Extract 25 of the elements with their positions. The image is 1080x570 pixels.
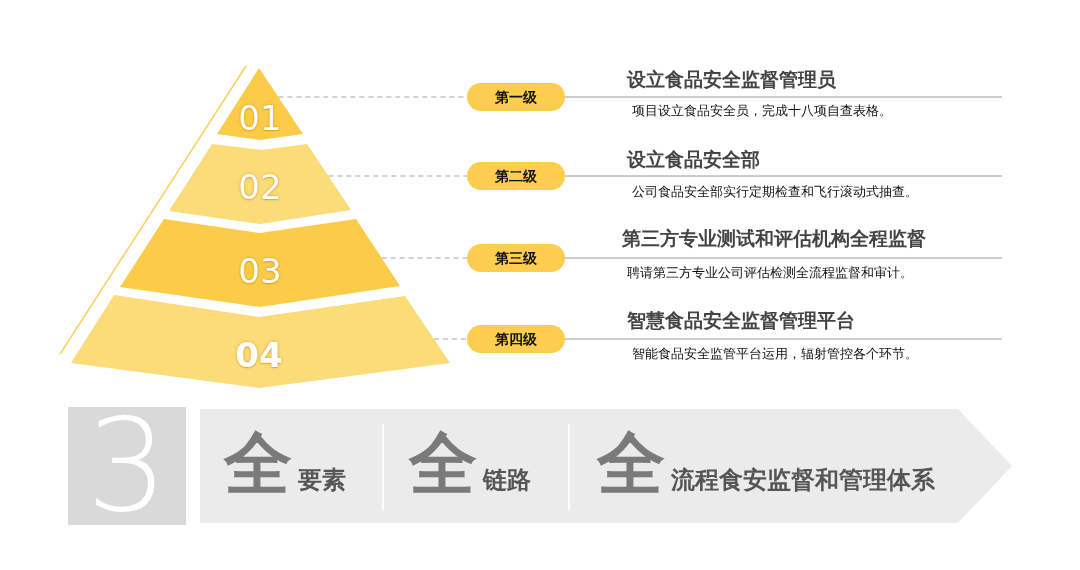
level-heading: 第三方专业测试和评估机构全程监督: [622, 227, 926, 249]
layer-number: 01: [238, 101, 282, 135]
level-heading: 智慧食品安全监督管理平台: [627, 309, 855, 331]
layer-number: 03: [238, 254, 282, 288]
dashed-connector: [327, 175, 468, 177]
level-heading: 设立食品安全监督管理员: [627, 68, 836, 90]
level-tag: 第四级: [467, 325, 565, 353]
level-tag: 第一级: [467, 83, 565, 111]
level-description: 聘请第三方专业公司评估检测全流程监督和审计。: [627, 265, 913, 281]
layer-number: 04: [235, 338, 283, 372]
band-caption: 链路: [483, 468, 531, 492]
level-description: 公司食品安全部实行定期检查和飞行滚动式抽查。: [632, 184, 918, 200]
dashed-connector: [433, 338, 468, 340]
dashed-connector: [380, 257, 468, 259]
band-caption: 要素: [298, 468, 346, 492]
level-heading: 设立食品安全部: [627, 148, 760, 170]
large-character: 全: [597, 430, 665, 498]
large-character: 全: [409, 430, 477, 498]
level-tag: 第二级: [467, 162, 565, 190]
large-character: 全: [224, 430, 292, 498]
level-tag: 第三级: [467, 244, 565, 272]
level-description: 智能食品安全监管平台运用，辐射管控各个环节。: [632, 346, 918, 362]
layer-number: 02: [238, 170, 282, 204]
band-caption: 流程食安监督和管理体系: [671, 468, 935, 492]
level-description: 项目设立食品安全员，完成十八项自查表格。: [632, 103, 892, 119]
